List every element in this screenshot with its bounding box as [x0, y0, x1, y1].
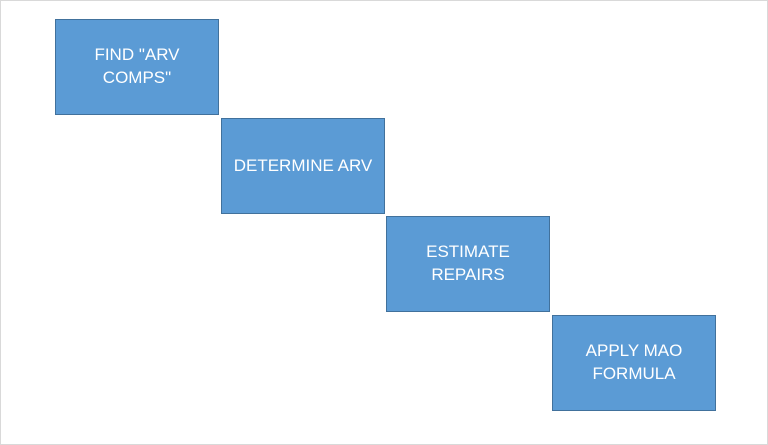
step-label: APPLY MAO FORMULA — [585, 341, 683, 383]
step-determine-arv: DETERMINE ARV — [221, 118, 385, 214]
step-label: ESTIMATE REPAIRS — [426, 242, 510, 284]
step-estimate-repairs: ESTIMATE REPAIRS — [386, 216, 550, 312]
step-find-arv-comps: FIND "ARV COMPS" — [55, 19, 219, 115]
step-label: DETERMINE ARV — [233, 155, 373, 175]
step-label: FIND "ARV COMPS" — [94, 45, 180, 87]
step-apply-mao-formula: APPLY MAO FORMULA — [552, 315, 716, 411]
